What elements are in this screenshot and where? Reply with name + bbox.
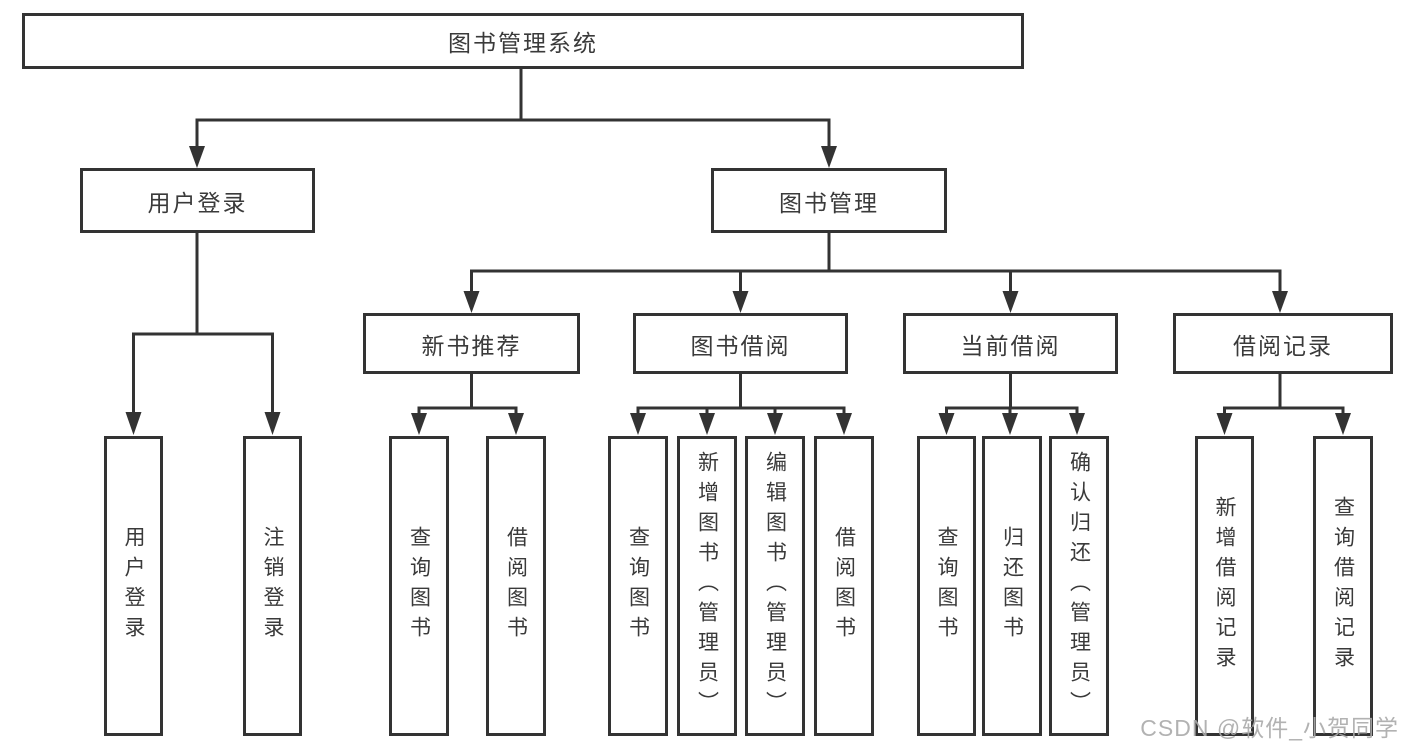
leaf-bb-query-books-label: 查询图书 (626, 526, 650, 646)
node-current-borrow: 当前借阅 (903, 313, 1118, 374)
leaf-logout-login-label: 注销登录 (261, 526, 284, 646)
leaf-nbr-query-books: 查询图书 (389, 436, 449, 736)
leaf-br-query-record: 查询借阅记录 (1313, 436, 1373, 736)
node-current-borrow-label: 当前借阅 (960, 332, 1061, 359)
node-book-borrow-label: 图书借阅 (690, 332, 791, 359)
leaf-bb-query-books: 查询图书 (608, 436, 668, 736)
node-book-management: 图书管理 (711, 168, 947, 233)
leaf-cb-return-books: 归还图书 (982, 436, 1042, 736)
leaf-bb-borrow-books: 借阅图书 (814, 436, 874, 736)
node-library-system: 图书管理系统 (22, 13, 1024, 69)
node-book-borrow: 图书借阅 (633, 313, 848, 374)
leaf-br-add-record: 新增借阅记录 (1195, 436, 1254, 736)
node-new-book-recommend: 新书推荐 (363, 313, 580, 374)
leaf-bb-add-books-admin-label: 新增图书（管理员） (695, 451, 719, 721)
leaf-br-add-record-label: 新增借阅记录 (1213, 496, 1236, 676)
leaf-nbr-query-books-label: 查询图书 (407, 526, 431, 646)
node-book-management-label: 图书管理 (779, 189, 879, 216)
node-user-login: 用户登录 (80, 168, 315, 233)
leaf-br-query-record-label: 查询借阅记录 (1331, 496, 1355, 676)
leaf-cb-confirm-return-admin-label: 确认归还（管理员） (1067, 451, 1091, 721)
leaf-logout-login: 注销登录 (243, 436, 302, 736)
leaf-bb-edit-books-admin-label: 编辑图书（管理员） (763, 451, 787, 721)
leaf-cb-return-books-label: 归还图书 (1000, 526, 1024, 646)
leaf-bb-borrow-books-label: 借阅图书 (832, 526, 856, 646)
leaf-cb-query-books-label: 查询图书 (935, 526, 958, 646)
leaf-nbr-borrow-books-label: 借阅图书 (504, 526, 528, 646)
leaf-bb-edit-books-admin: 编辑图书（管理员） (745, 436, 805, 736)
leaf-nbr-borrow-books: 借阅图书 (486, 436, 546, 736)
node-new-book-recommend-label: 新书推荐 (421, 332, 522, 359)
leaf-cb-confirm-return-admin: 确认归还（管理员） (1049, 436, 1109, 736)
node-library-system-label: 图书管理系统 (448, 30, 598, 56)
node-user-login-label: 用户登录 (147, 189, 248, 216)
leaf-user-login: 用户登录 (104, 436, 163, 736)
watermark-text: CSDN @软件_小贺同学 (1140, 715, 1399, 741)
leaf-bb-add-books-admin: 新增图书（管理员） (677, 436, 737, 736)
leaf-cb-query-books: 查询图书 (917, 436, 976, 736)
leaf-user-login-label: 用户登录 (122, 526, 145, 646)
node-borrow-records: 借阅记录 (1173, 313, 1393, 374)
node-borrow-records-label: 借阅记录 (1233, 332, 1333, 359)
